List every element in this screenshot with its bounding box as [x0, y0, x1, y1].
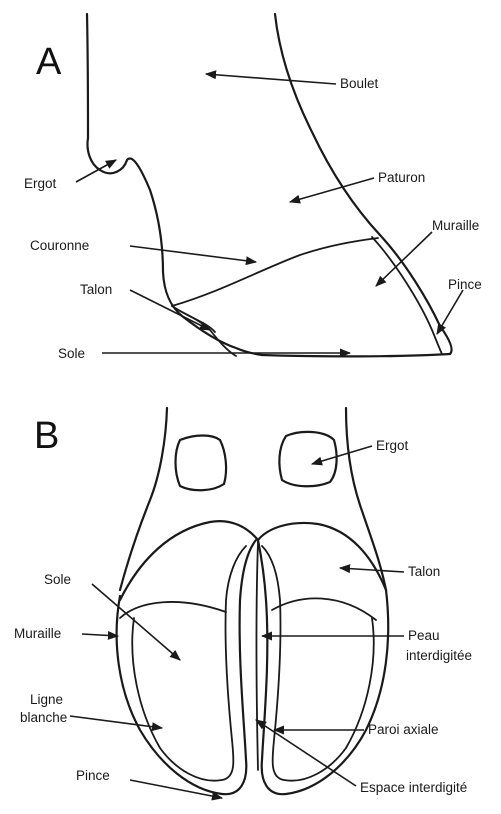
arrow-b-pince — [130, 780, 222, 798]
label-a-sole: Sole — [58, 346, 85, 361]
arrow-a-pince — [437, 290, 463, 334]
panel-b-cleft — [257, 542, 259, 770]
label-b-sole: Sole — [44, 572, 71, 587]
arrow-b-talon — [340, 568, 404, 572]
arrow-b-muraille — [82, 634, 118, 636]
panel-a-coronet — [172, 238, 378, 306]
panel-b-left-wall — [117, 540, 256, 794]
panel-a-wall-inner — [372, 237, 442, 354]
arrow-a-paturon — [290, 178, 374, 202]
label-b-ligne-2: blanche — [20, 710, 67, 725]
panel-b-right-sole — [272, 598, 376, 620]
label-a-muraille: Muraille — [432, 218, 479, 233]
panel-a-ground — [262, 354, 450, 356]
label-b-paroi: Paroi axiale — [368, 722, 439, 737]
label-a-ergot: Ergot — [24, 176, 57, 191]
label-b-muraille: Muraille — [14, 626, 61, 641]
arrow-b-sole — [92, 584, 180, 660]
label-a-talon: Talon — [80, 282, 112, 297]
label-b-peau-2: interdigitée — [406, 648, 472, 663]
panel-b-heels — [120, 521, 386, 600]
arrow-a-boulet — [206, 74, 336, 84]
label-a-boulet: Boulet — [340, 76, 379, 91]
arrow-b-ergot — [312, 446, 372, 464]
arrow-a-talon — [130, 290, 210, 330]
panel-b-left-sole — [120, 602, 226, 618]
panel-b-letter: B — [34, 415, 59, 457]
panel-a-back-outline — [87, 14, 262, 355]
label-a-couronne: Couronne — [30, 238, 89, 253]
label-b-talon: Talon — [408, 564, 440, 579]
label-b-ligne-1: Ligne — [30, 692, 63, 707]
panel-a-letter: A — [36, 41, 62, 83]
panel-a: A Boulet Ergot Paturon Muraille Couronne… — [24, 14, 482, 361]
label-b-espace: Espace interdigité — [360, 780, 467, 795]
panel-b-ergot-left — [176, 436, 227, 491]
arrow-a-ergot — [76, 160, 116, 182]
label-b-ergot: Ergot — [376, 438, 409, 453]
panel-b: B Ergot Talon S — [14, 408, 472, 798]
label-b-peau-1: Peau — [408, 628, 440, 643]
label-b-pince: Pince — [76, 768, 110, 783]
panel-b-leg-right — [346, 408, 386, 590]
label-a-paturon: Paturon — [378, 170, 425, 185]
arrow-a-couronne — [130, 246, 256, 262]
label-a-pince: Pince — [448, 277, 482, 292]
